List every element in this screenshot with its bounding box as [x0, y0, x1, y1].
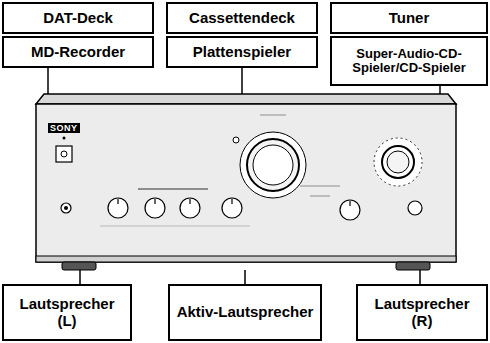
device-label: Super-Audio-CD-Spieler/CD-Spieler: [336, 47, 482, 76]
connection-line: [47, 68, 49, 94]
device-label: Aktiv-Lautsprecher: [177, 304, 314, 321]
speaker-box: Aktiv-Lautsprecher: [168, 284, 322, 341]
device-box: Super-Audio-CD-Spieler/CD-Spieler: [330, 36, 488, 86]
speaker-box: Lautsprecher (L): [2, 284, 132, 341]
connection-line: [241, 68, 243, 94]
connection-line: [419, 270, 421, 284]
device-label: Plattenspieler: [193, 44, 291, 61]
device-label: DAT-Deck: [43, 10, 113, 27]
brand-logo: SONY: [48, 123, 80, 133]
device-label: Tuner: [389, 10, 430, 27]
device-label: MD-Recorder: [31, 44, 125, 61]
device-box: DAT-Deck: [2, 2, 154, 34]
device-label: Lautsprecher (L): [8, 296, 126, 329]
device-box: Tuner: [330, 2, 488, 34]
amplifier: SONY: [36, 94, 456, 270]
device-box: MD-Recorder: [2, 36, 154, 68]
connection-line: [244, 270, 246, 284]
speaker-box: Lautsprecher (R): [356, 284, 488, 341]
device-box: Cassettendeck: [166, 2, 318, 34]
device-label: Cassettendeck: [189, 10, 295, 27]
device-label: Lautsprecher (R): [362, 296, 482, 329]
connection-line: [79, 270, 81, 284]
connection-line: [439, 86, 441, 94]
device-box: Plattenspieler: [166, 36, 318, 68]
